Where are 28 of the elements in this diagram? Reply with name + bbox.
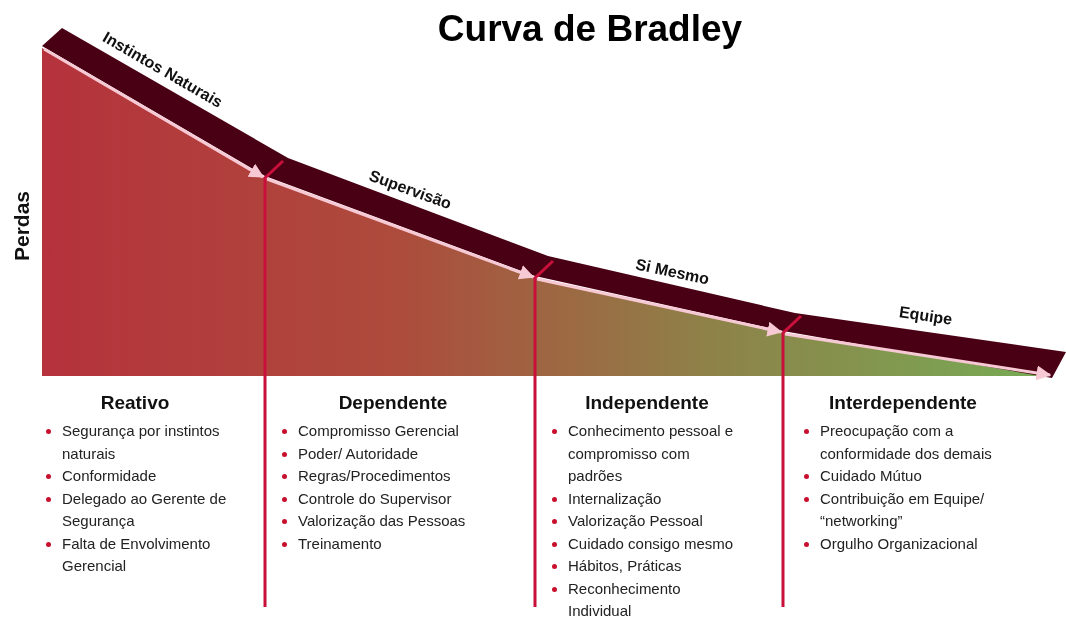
- stage-heading: Reativo: [100, 392, 170, 414]
- list-item: Conhecimento pessoal e compromisso com padrões: [568, 422, 734, 484]
- list-item: Conformidade: [62, 467, 157, 484]
- list-item: Valorização das Pessoas: [298, 512, 466, 529]
- curve-label: Si Mesmo: [633, 255, 711, 289]
- list-item: Falta de Envolvimento Gerencial: [62, 534, 211, 574]
- list-item: Treinamento: [298, 534, 382, 552]
- list-item: Preocupação com a conformidade dos demais: [820, 422, 992, 462]
- list-item: Cuidado Mútuo: [820, 467, 922, 484]
- list-item: Cuidado consigo mesmo: [568, 534, 734, 552]
- list-item: Orgulho Organizacional: [820, 534, 978, 552]
- list-item: Controle do Supervisor: [298, 489, 452, 507]
- list-item: Reconhecimento Individual: [568, 579, 681, 619]
- stage-heading: Interdependente: [829, 392, 977, 414]
- title: Curva de Bradley: [436, 8, 744, 50]
- list-item: Delegado ao Gerente de Segurança: [62, 489, 227, 529]
- list-item: Contribuição em Equipe/ “networking”: [820, 489, 985, 529]
- list-item: Segurança por instintos naturais: [62, 422, 220, 462]
- list-item: Compromisso Gerencial: [298, 422, 459, 439]
- list-item: Internalização: [568, 489, 662, 507]
- list-item: Regras/Procedimentos: [298, 467, 451, 484]
- stage-heading: Independente: [585, 392, 709, 414]
- list-item: Poder/ Autoridade: [298, 444, 419, 462]
- curve-label: Equipe: [897, 303, 953, 329]
- axis-label: Perdas: [10, 191, 34, 261]
- stage-heading: Dependente: [338, 392, 448, 414]
- list-item: Valorização Pessoal: [568, 512, 703, 529]
- list-item: Hábitos, Práticas: [568, 557, 682, 574]
